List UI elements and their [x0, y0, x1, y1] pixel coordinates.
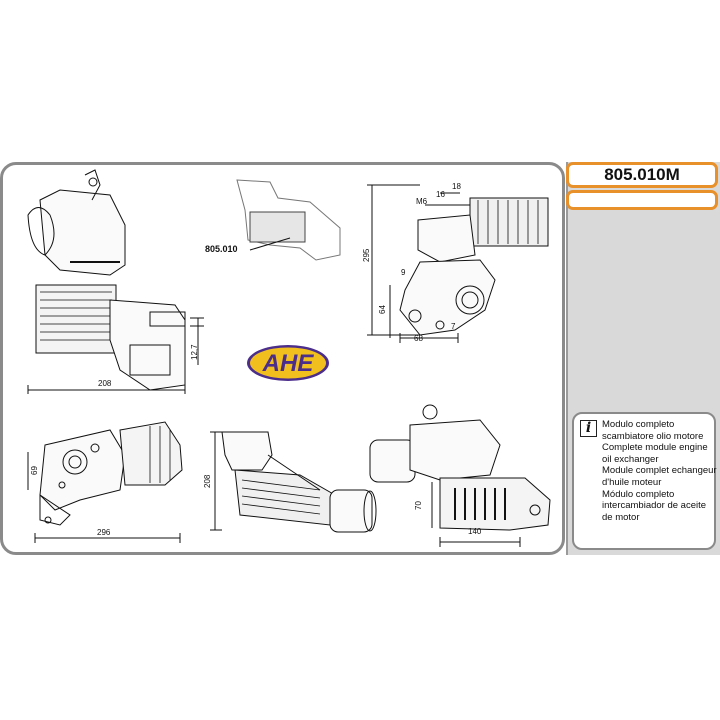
drawing-view-front — [367, 184, 549, 343]
description-line: oil exchanger — [602, 453, 659, 465]
description-line: Módulo completo — [602, 488, 675, 500]
description-line: Complete module engine — [602, 442, 708, 454]
dim-label: 68 — [414, 334, 423, 343]
dim-label: 9 — [401, 268, 406, 277]
dim-label: 70 — [414, 501, 423, 510]
dim-label: 7 — [451, 322, 456, 331]
drawing-view-iso — [369, 404, 551, 547]
description-line: Module complet echangeur — [602, 465, 717, 477]
brand-logo: AHE — [247, 345, 329, 381]
dim-label: 12,7 — [190, 344, 199, 360]
dim-label: 208 — [98, 379, 112, 388]
drawing-view-side — [27, 169, 204, 394]
secondary-code-box — [566, 190, 718, 210]
dim-label: 69 — [30, 466, 39, 475]
dim-label: 140 — [468, 527, 482, 536]
dim-label: 64 — [378, 305, 387, 314]
reference-part-label: 805.010 — [205, 244, 238, 254]
dim-label: 295 — [362, 248, 371, 262]
description-box: i Modulo completo scambiatore olio motor… — [572, 412, 717, 550]
dim-label: 208 — [203, 474, 212, 488]
description-line: de motor — [602, 511, 640, 523]
description-text: Modulo completo scambiatore olio motore … — [602, 419, 717, 523]
description-line: Modulo completo — [602, 419, 675, 430]
drawing-view-top — [27, 421, 183, 543]
info-icon: i — [580, 420, 597, 437]
dim-label: 296 — [97, 528, 111, 537]
dim-label: 18 — [452, 182, 461, 191]
drawing-view-rear — [210, 431, 377, 533]
brand-logo-text: AHE — [262, 350, 315, 377]
drawing-reference-part — [236, 179, 341, 261]
dim-label: 16 — [436, 190, 445, 199]
description-line: scambiatore olio motore — [602, 430, 704, 442]
description-line: d'huile moteur — [602, 476, 662, 488]
dim-label: M6 — [416, 197, 428, 206]
description-line: intercambiador de aceite — [602, 500, 707, 512]
technical-drawings — [27, 169, 551, 547]
product-code: 805.010M — [566, 162, 718, 188]
